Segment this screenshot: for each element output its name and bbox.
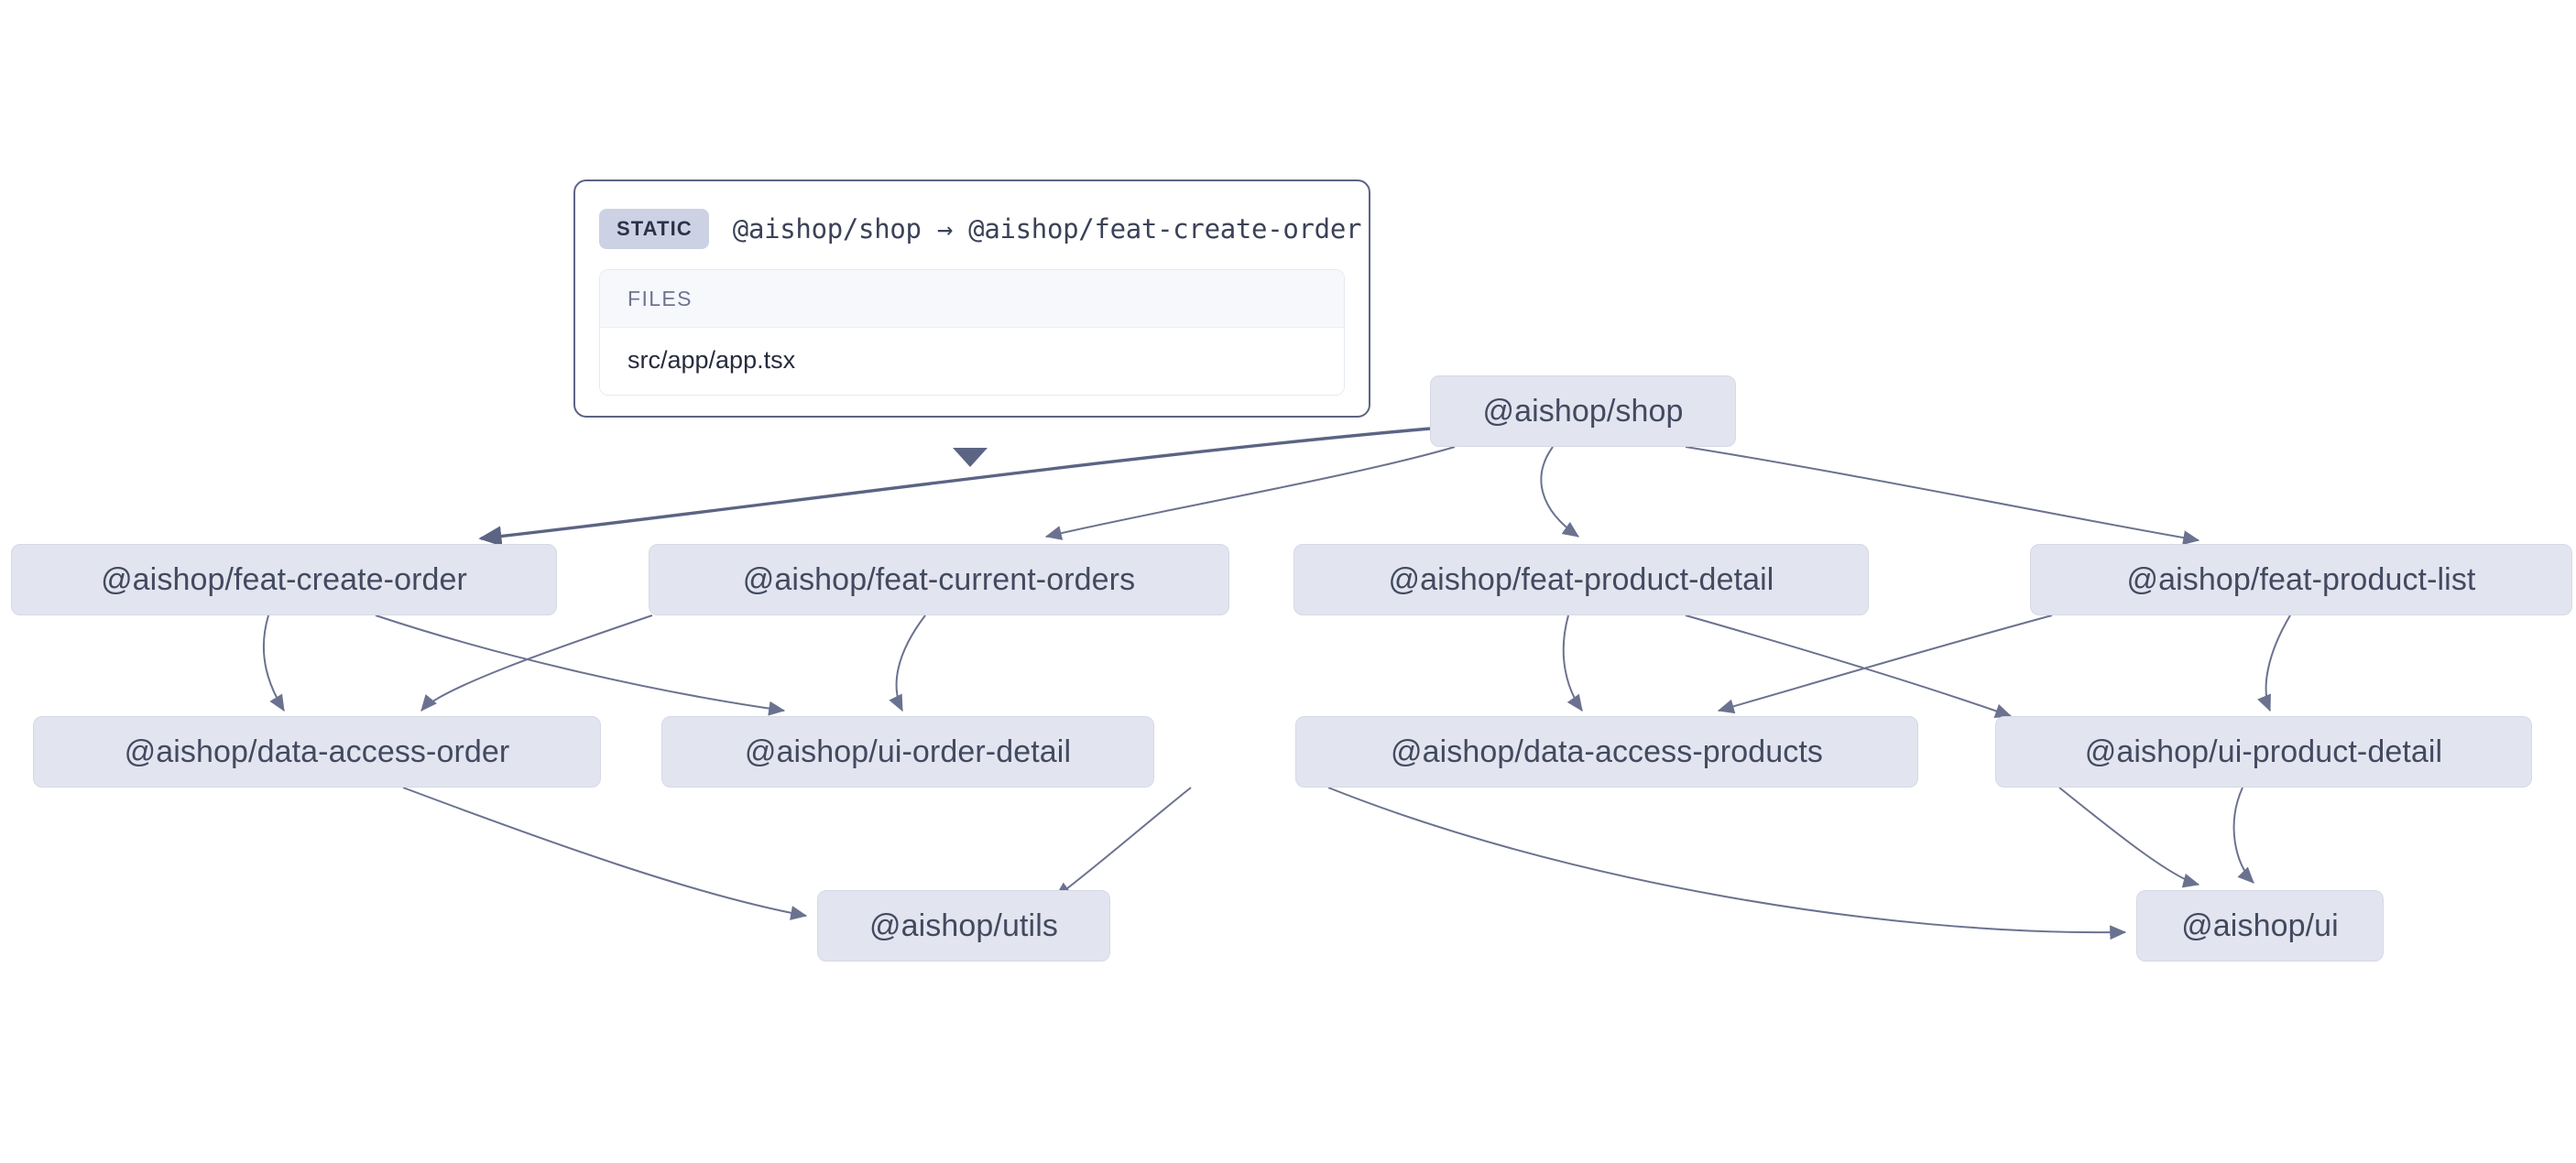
node-label: @aishop/feat-create-order (101, 561, 467, 597)
graph-node-data-access-order[interactable]: @aishop/data-access-order (33, 716, 601, 788)
edge-feat-product-detail-to-ui-product-detail (1685, 614, 2013, 718)
edge-shop-to-feat-current-orders (1044, 446, 1456, 540)
node-label: @aishop/ui-product-detail (2084, 734, 2443, 769)
edge-feat-product-list-to-ui-product-detail (2257, 614, 2291, 712)
edge-ui-product-detail-to-ui-curve (2232, 787, 2254, 884)
node-label: @aishop/data-access-order (124, 734, 510, 769)
graph-node-ui-product-detail[interactable]: @aishop/ui-product-detail (1995, 716, 2532, 788)
files-panel: FILES src/app/app.tsx (599, 269, 1345, 396)
node-label: @aishop/ui-order-detail (744, 734, 1072, 769)
edge-shop-to-feat-create-order (478, 427, 1431, 547)
node-label: @aishop/utils (869, 908, 1058, 943)
edge-detail-header: STATIC @aishop/shop → @aishop/feat-creat… (599, 205, 1361, 269)
edge-feat-create-order-to-ui-order-detail (375, 614, 786, 716)
file-list-item[interactable]: src/app/app.tsx (600, 328, 1344, 395)
node-label: @aishop/data-access-products (1391, 734, 1823, 769)
edge-feat-product-detail-to-data-access-products (1562, 614, 1583, 712)
graph-node-data-access-products[interactable]: @aishop/data-access-products (1295, 716, 1918, 788)
graph-node-utils[interactable]: @aishop/utils (817, 890, 1110, 962)
edge-ui-order-detail-to-utils (1054, 787, 1192, 898)
edge-ui-product-detail-to-ui (2058, 787, 2200, 888)
files-panel-header: FILES (600, 270, 1344, 328)
static-badge: STATIC (599, 209, 709, 249)
edge-data-access-products-to-ui (1327, 787, 2127, 940)
graph-node-feat-current-orders[interactable]: @aishop/feat-current-orders (649, 544, 1229, 615)
edge-feat-current-orders-to-ui-order-detail (889, 614, 926, 712)
edge-shop-to-feat-product-list (1685, 446, 2200, 546)
graph-node-feat-product-detail[interactable]: @aishop/feat-product-detail (1293, 544, 1869, 615)
graph-node-feat-product-list[interactable]: @aishop/feat-product-list (2030, 544, 2572, 615)
node-label: @aishop/shop (1482, 393, 1684, 429)
graph-node-ui-order-detail[interactable]: @aishop/ui-order-detail (661, 716, 1154, 788)
edge-feat-create-order-to-data-access-order (262, 614, 285, 712)
graph-node-ui[interactable]: @aishop/ui (2136, 890, 2384, 962)
graph-node-shop[interactable]: @aishop/shop (1430, 375, 1736, 447)
edge-feat-product-list-to-data-access-products (1717, 614, 2053, 714)
edge-feat-current-orders-to-data-access-order (420, 614, 653, 712)
node-label: @aishop/feat-product-detail (1388, 561, 1774, 597)
edge-detail-title: @aishop/shop → @aishop/feat-create-order (732, 213, 1362, 245)
edge-detail-card[interactable]: STATIC @aishop/shop → @aishop/feat-creat… (573, 179, 1370, 418)
node-label: @aishop/ui (2181, 908, 2339, 943)
edge-shop-to-feat-product-detail (1540, 446, 1579, 538)
graph-node-feat-create-order[interactable]: @aishop/feat-create-order (11, 544, 557, 615)
detail-card-pointer-icon (953, 448, 988, 467)
edge-data-access-order-to-utils (402, 787, 808, 920)
node-label: @aishop/feat-product-list (2126, 561, 2476, 597)
node-label: @aishop/feat-current-orders (742, 561, 1136, 597)
